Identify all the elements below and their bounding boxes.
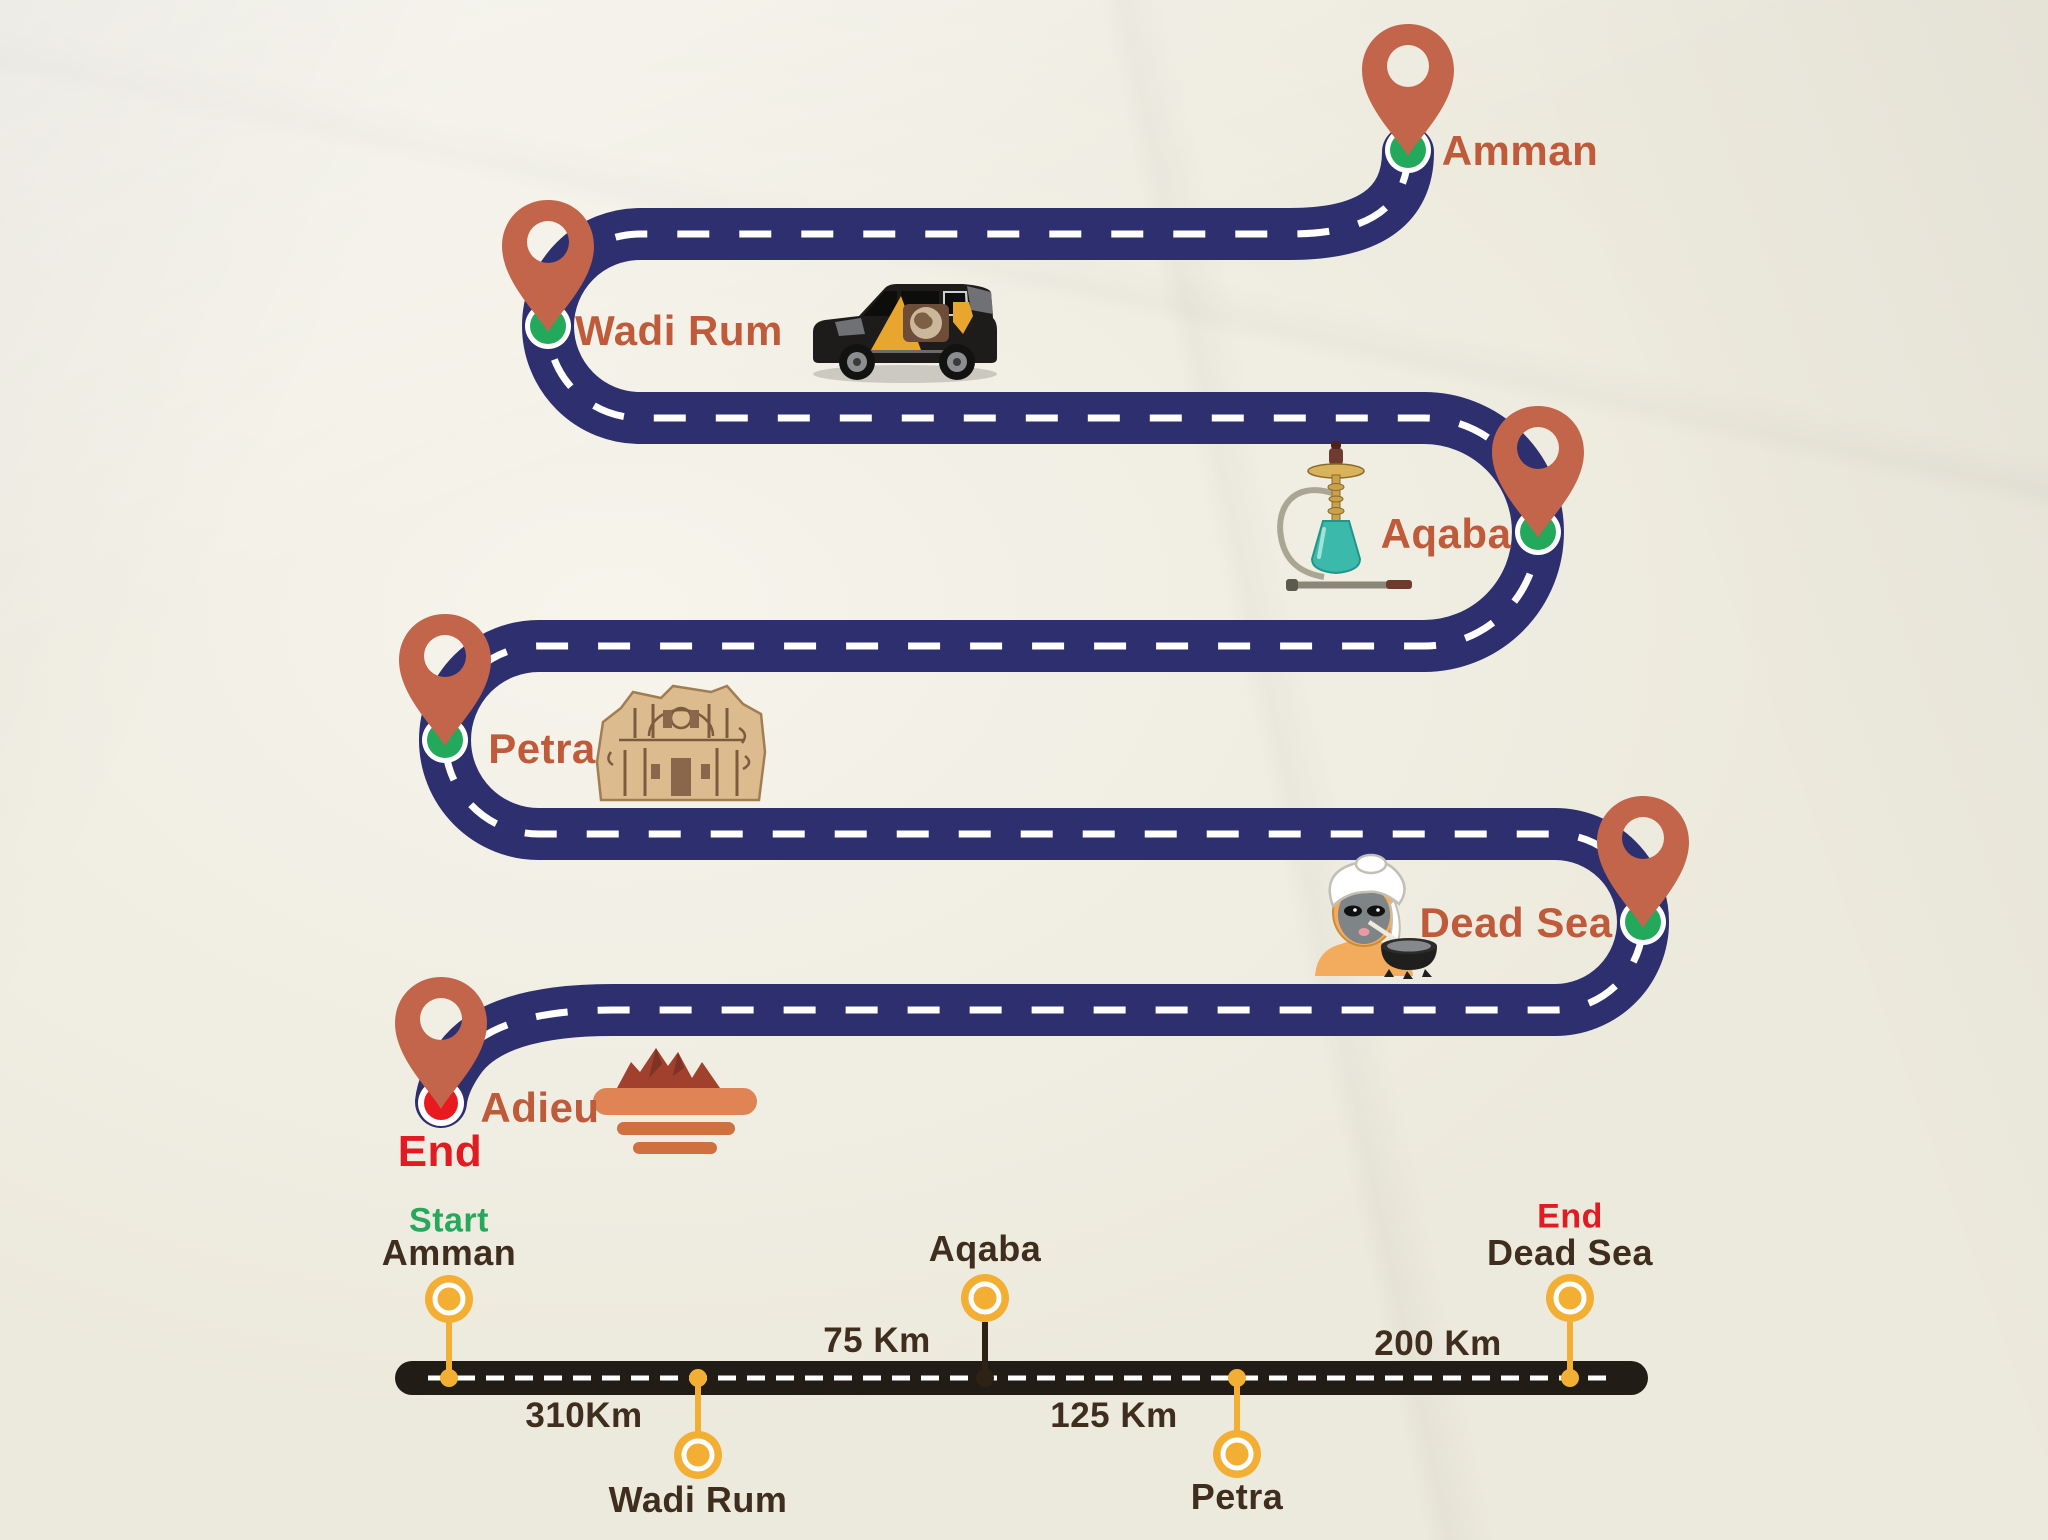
timeline-stop-label-petra: Petra	[1190, 1476, 1284, 1517]
petra-monastery-icon	[595, 684, 767, 802]
timeline-marker-wadi-rum	[674, 1369, 722, 1479]
route-label-wadi-rum: Wadi Rum	[575, 307, 783, 354]
timeline-marker-dead-sea	[1546, 1274, 1594, 1387]
timeline-stop-label-amman: Amman	[381, 1232, 517, 1273]
amman-pin	[1362, 24, 1454, 156]
distance-label-aqaba-petra: 125 Km	[1050, 1396, 1178, 1435]
distance-label-amman-wadi-rum: 310Km	[525, 1396, 643, 1435]
timeline-start-label: Start	[409, 1201, 489, 1240]
petra-pin	[399, 614, 491, 746]
timeline-marker-petra	[1213, 1369, 1261, 1478]
dead-sea-pin	[1597, 796, 1689, 928]
route-end-label: End	[397, 1127, 483, 1176]
end-pin	[395, 977, 487, 1109]
suv-car-icon	[813, 284, 997, 383]
aqaba-pin	[1492, 406, 1584, 538]
timeline-stop-label-dead-sea: Dead Sea	[1486, 1232, 1654, 1273]
timeline-stop-label-aqaba: Aqaba	[928, 1228, 1042, 1269]
route-label-petra: Petra	[488, 725, 596, 772]
hookah-icon	[1277, 441, 1412, 591]
wadi-rum-pin	[502, 200, 594, 332]
mud-mask-spa-icon	[1315, 853, 1437, 979]
route-label-amman: Amman	[1441, 127, 1599, 174]
route-label-dead-sea: Dead Sea	[1419, 899, 1613, 946]
timeline-end-label: End	[1537, 1197, 1603, 1236]
timeline-stop-label-wadi-rum: Wadi Rum	[608, 1479, 788, 1520]
route-label-aqaba: Aqaba	[1380, 510, 1512, 557]
desert-mountains-icon	[593, 1048, 757, 1154]
distance-label-petra-dead-sea: 200 Km	[1374, 1324, 1502, 1363]
timeline-marker-amman	[425, 1275, 473, 1387]
timeline-marker-aqaba	[961, 1274, 1009, 1387]
route-label-adieu: Adieu	[480, 1084, 600, 1131]
distance-label-wadi-rum-aqaba: 75 Km	[823, 1321, 931, 1360]
road-path	[415, 126, 1669, 1128]
